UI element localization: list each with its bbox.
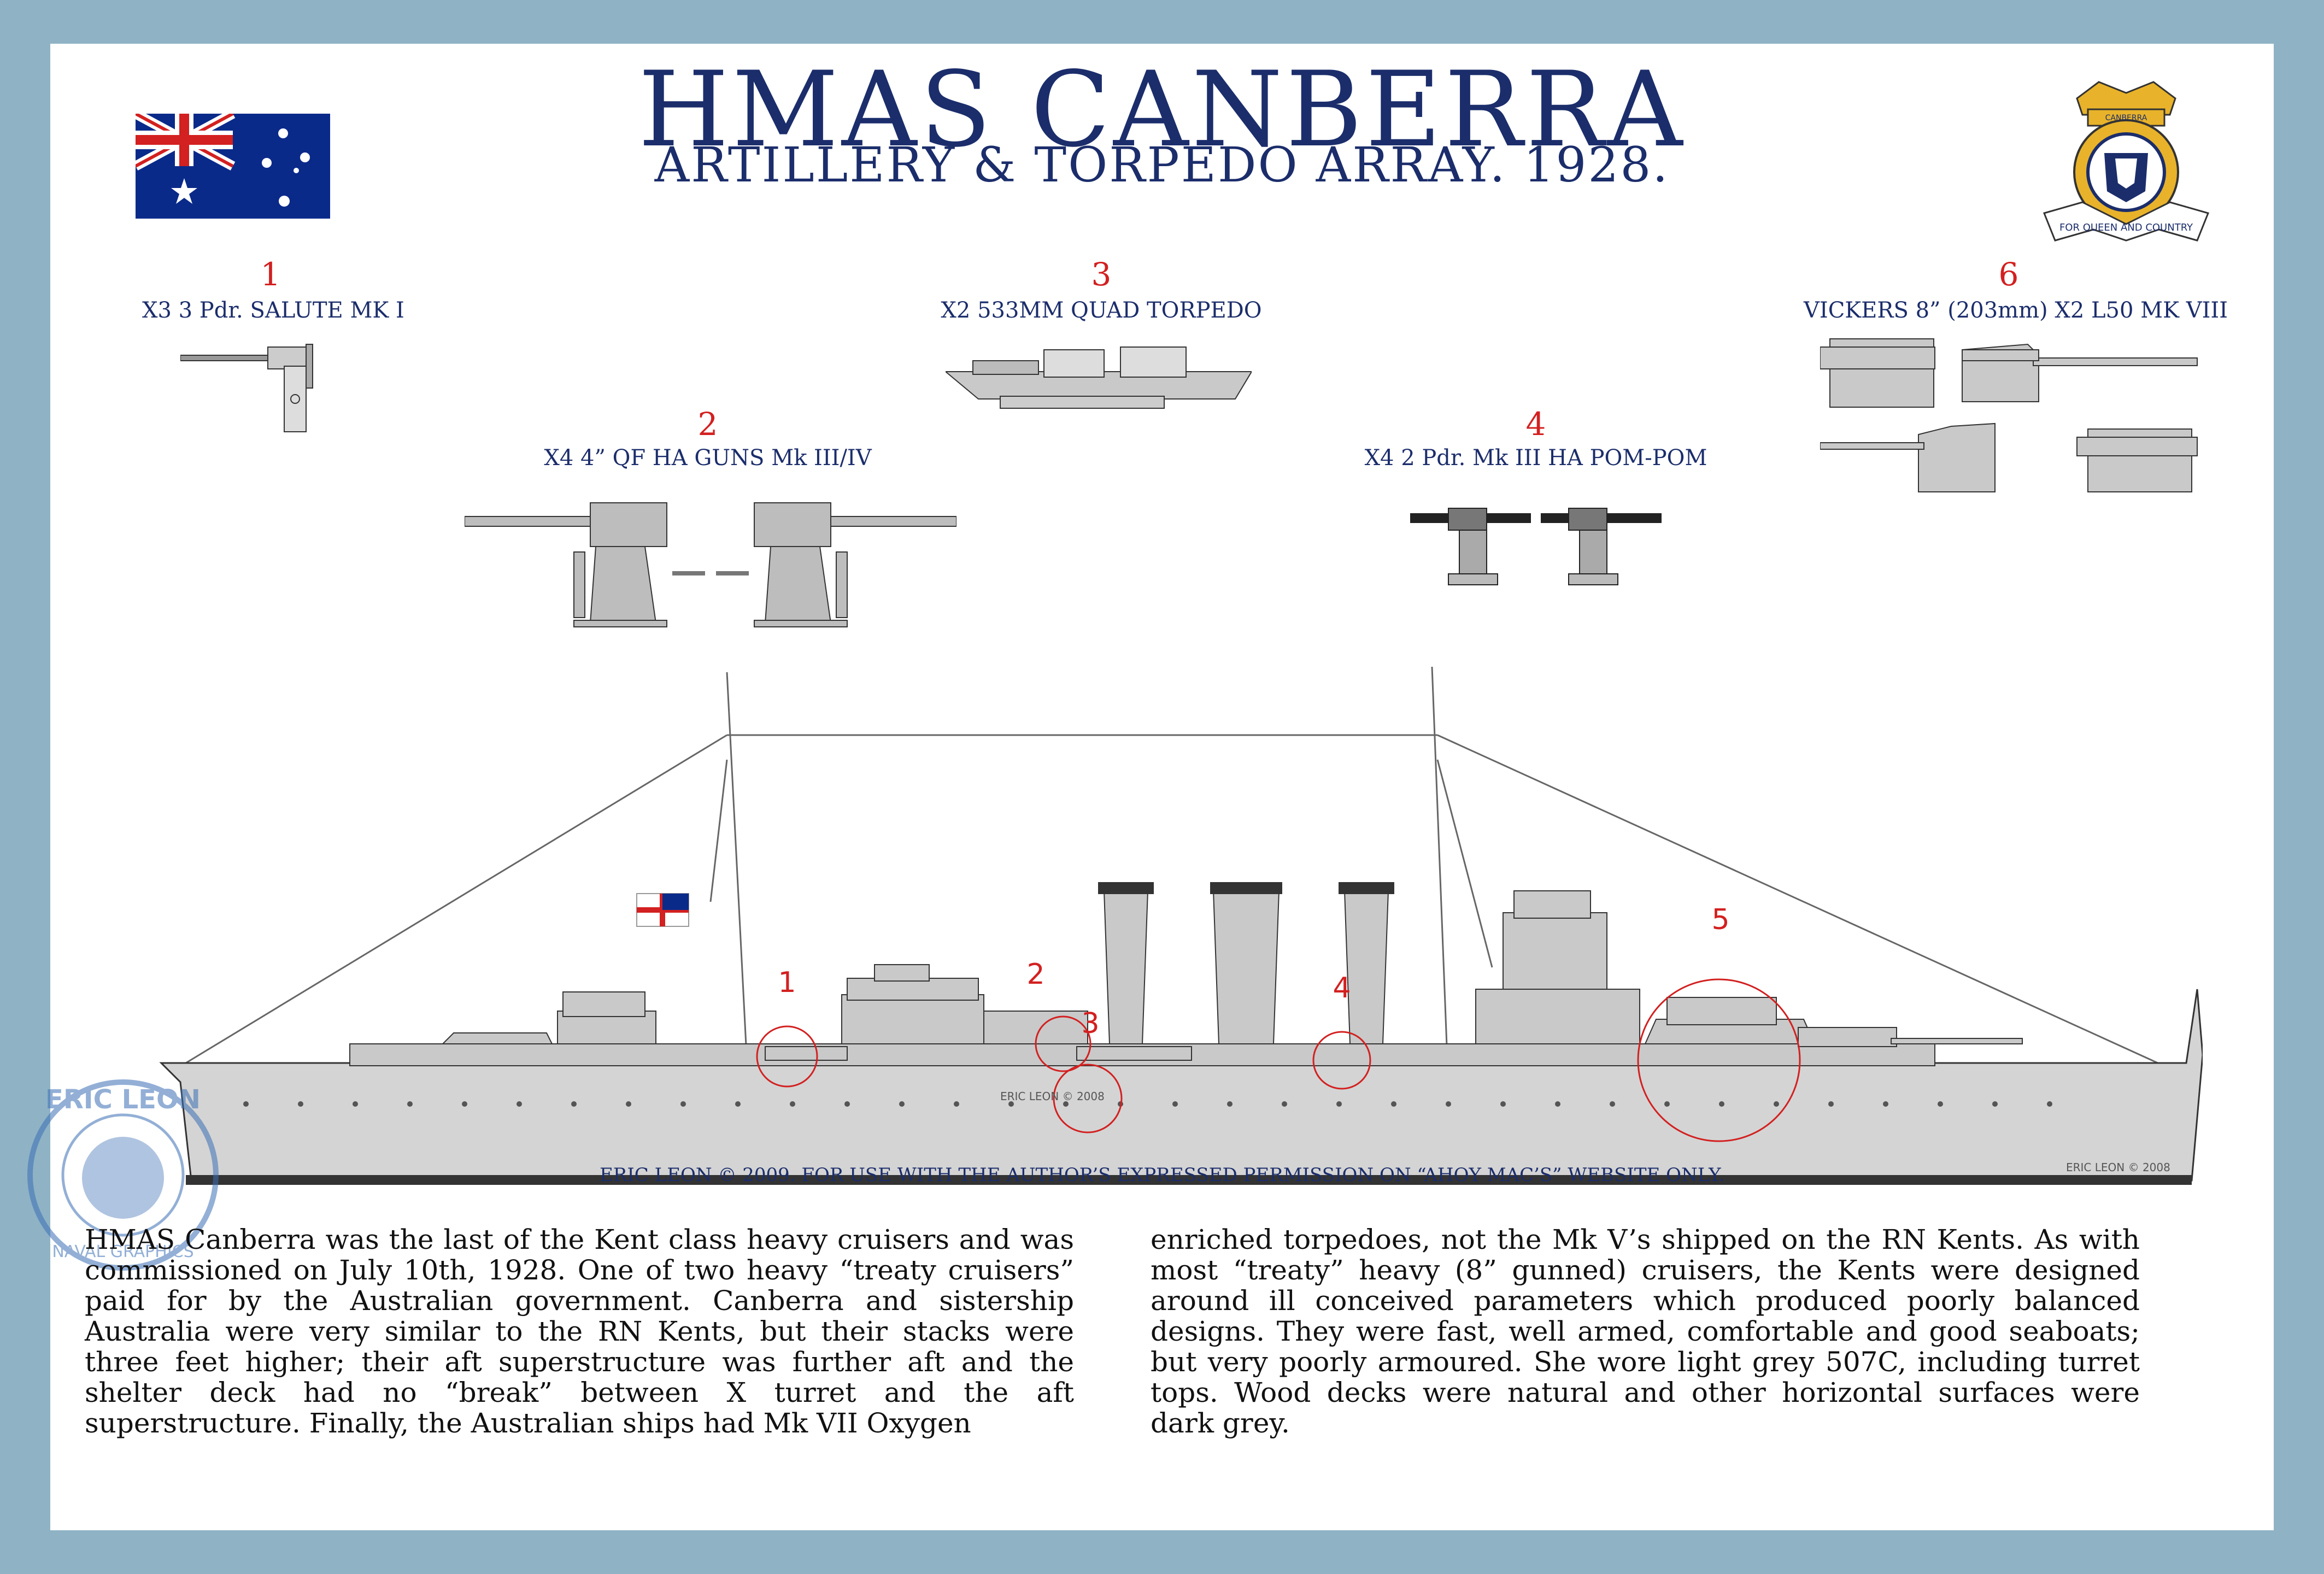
weapon-6-caption: VICKERS 8” (203mm) X2 L50 MK VIII	[1804, 298, 2228, 323]
weapon-2-caption: X4 4” QF HA GUNS Mk III/IV	[544, 445, 872, 471]
weapon-4-number: 4	[1525, 406, 1546, 443]
ship-crest-badge: CANBERRA FOR QUEEN AND COUNTRY	[2043, 81, 2210, 242]
page-title: HMAS CANBERRA	[638, 49, 1686, 170]
description-right: enriched torpedoes, not the Mk V’s shipp…	[1151, 1224, 2140, 1439]
australian-flag-icon	[136, 114, 330, 219]
salute-gun-drawing	[180, 344, 313, 432]
credit-line: ERIC LEON © 2009. FOR USE WITH THE AUTHO…	[599, 1164, 1725, 1186]
ship-marker-3: 3	[1081, 1007, 1099, 1040]
quad-torpedo-drawing	[946, 346, 1252, 409]
stamp-bottom-text: NAVAL GRAPHICS	[52, 1242, 193, 1261]
naval-graphics-stamp: ERIC LEON NAVAL GRAPHICS	[27, 1079, 219, 1271]
stamp-top-text: ERIC LEON	[45, 1084, 201, 1115]
ship-marker-4: 4	[1333, 972, 1351, 1005]
page-subtitle: ARTILLERY & TORPEDO ARRAY. 1928.	[654, 137, 1670, 193]
weapon-6-number: 6	[1998, 256, 2019, 293]
white-ensign-flag	[636, 893, 689, 927]
description-left: HMAS Canberra was the last of the Kent c…	[85, 1224, 1074, 1439]
weapon-1-caption: X3 3 Pdr. SALUTE MK I	[142, 298, 404, 323]
corner-watermark: ERIC LEON © 2008	[2066, 1161, 2170, 1174]
weapon-3-number: 3	[1091, 256, 1112, 293]
main-turrets-drawing	[1820, 338, 2198, 492]
poster-frame	[50, 44, 2274, 1530]
weapon-1-number: 1	[260, 256, 281, 293]
pom-pom-drawing	[1410, 508, 1662, 585]
ship-marker-1: 1	[778, 966, 796, 999]
ship-marker-2: 2	[1026, 958, 1044, 991]
badge-name: CANBERRA	[2105, 114, 2147, 122]
badge-motto: FOR QUEEN AND COUNTRY	[2059, 222, 2193, 233]
hull-watermark: ERIC LEON © 2008	[1000, 1090, 1105, 1103]
ha-guns-drawing	[465, 502, 956, 627]
ship-marker-5: 5	[1711, 903, 1729, 936]
ship-profile: 1 2 3 4 5 ERIC LEON © 2008 ERIC LEON © 2…	[159, 666, 2203, 1185]
weapon-2-number: 2	[697, 406, 718, 443]
weapon-3-caption: X2 533MM QUAD TORPEDO	[941, 298, 1262, 323]
weapon-4-caption: X4 2 Pdr. Mk III HA POM-POM	[1364, 445, 1707, 471]
